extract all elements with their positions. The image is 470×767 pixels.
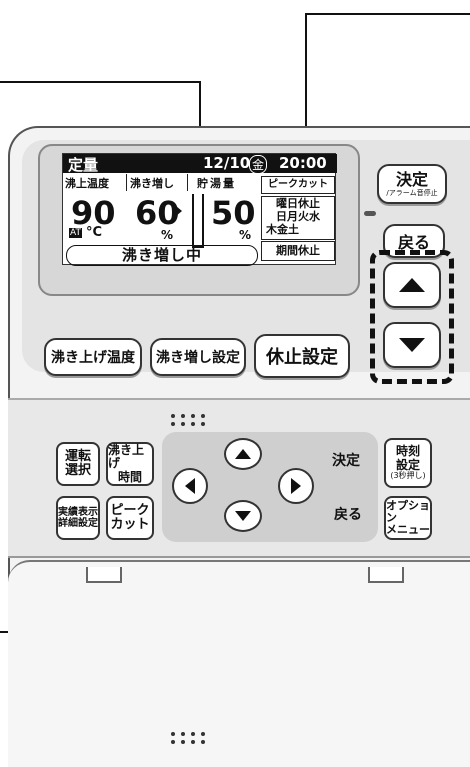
dpad-up-icon: [235, 449, 251, 459]
lcd-reheat-unit: %: [161, 228, 174, 242]
boil-temp-label: 沸き上げ温度: [51, 350, 135, 366]
lcd-days-row1: 日月火水: [276, 210, 320, 223]
dpad-down-icon: [235, 511, 251, 521]
boil-time-label-2: 時間: [117, 469, 142, 484]
indicator-lamp: [364, 211, 376, 216]
clock-set-button[interactable]: 時刻 設定 (3秒押し): [384, 438, 432, 488]
clock-set-label-3: (3秒押し): [390, 470, 426, 480]
lcd-arrow-icon: [176, 206, 182, 216]
option-menu-button[interactable]: オプション メニュー: [384, 496, 432, 540]
lcd-col-boil-temp: 沸上温度: [65, 177, 109, 190]
pause-setting-button[interactable]: 休止設定: [254, 334, 350, 378]
lcd-status: 沸き増し中: [66, 245, 258, 266]
lcd-screen: 定量 12/10 金 20:00 沸上温度 沸き増し 貯湯量 ピークカット 曜日…: [62, 153, 337, 266]
boil-time-button[interactable]: 沸き上げ 時間: [106, 442, 154, 486]
clock-set-label-2: 設定: [395, 457, 420, 472]
boil-temp-button[interactable]: 沸き上げ温度: [44, 338, 142, 376]
lcd-date: 12/10: [203, 154, 251, 172]
down-arrow-icon: [399, 338, 425, 352]
pause-setting-label: 休止設定: [266, 347, 338, 368]
dpad-right-button[interactable]: [278, 468, 314, 504]
record-label-2: 詳細設定: [58, 518, 98, 529]
lcd-mode: 定量: [68, 156, 99, 174]
confirm-label: 決定: [395, 169, 428, 189]
lcd-temp-unit: °C: [86, 225, 103, 240]
boil-time-label-1: 沸き上げ: [108, 443, 145, 471]
lcd-divider: [126, 174, 127, 191]
arrow-highlight-box: [370, 250, 454, 384]
lcd-days-row2: 木金土: [266, 223, 299, 236]
up-button[interactable]: [383, 262, 441, 308]
record-label-1: 実績表示: [58, 507, 98, 518]
confirm-button[interactable]: 決定 /アラーム音停止: [377, 164, 447, 204]
down-button[interactable]: [383, 322, 441, 368]
peak-cut-label-1: ピーク: [110, 502, 150, 518]
lcd-storage-unit: %: [239, 228, 252, 242]
lcd-col-storage: 貯湯量: [197, 177, 236, 190]
dpad-left-button[interactable]: [172, 468, 208, 504]
lcd-col-reheat: 沸き増し: [130, 177, 174, 190]
cover-door: [8, 560, 470, 767]
lcd-peak-cut: ピークカット: [261, 176, 335, 194]
peak-cut-button[interactable]: ピーク カット: [106, 496, 154, 540]
hinge-left: [86, 567, 122, 583]
dpad-up-button[interactable]: [224, 438, 262, 470]
lower-back-button[interactable]: 戻る: [334, 507, 362, 523]
reheat-setting-button[interactable]: 沸き増し設定: [150, 338, 246, 376]
lower-confirm-button[interactable]: 決定: [332, 453, 360, 469]
mode-select-label-1: 運転: [64, 448, 91, 464]
lcd-divider: [187, 174, 188, 191]
record-button[interactable]: 実績表示 詳細設定: [56, 496, 100, 540]
lcd-reheat-value: 60: [135, 194, 180, 232]
lcd-storage-value: 50: [211, 194, 256, 232]
option-menu-label-2: メニュー: [386, 523, 430, 537]
alarm-stop-label: /アラーム音停止: [386, 188, 438, 197]
reheat-setting-label: 沸き増し設定: [156, 350, 240, 366]
lcd-tank-gauge: [192, 194, 204, 248]
lcd-period-off: 期間休止: [261, 241, 335, 261]
speaker-dots-icon: [170, 412, 206, 428]
cover-grip-dots-icon: [170, 730, 206, 746]
hinge-right: [368, 567, 404, 583]
lcd-weekday-off: 曜日休止: [276, 197, 320, 210]
lcd-weekday: 金: [249, 155, 268, 174]
dpad-left-icon: [185, 478, 195, 494]
lcd-at-badge: AT: [69, 228, 82, 238]
option-menu-label-1: オプション: [386, 498, 430, 524]
peak-cut-label-2: カット: [110, 517, 150, 532]
dpad-down-button[interactable]: [224, 500, 262, 532]
lcd-boil-temp-value: 90: [71, 194, 116, 232]
clock-set-label-1: 時刻: [395, 444, 420, 459]
back-label: 戻る: [397, 233, 430, 252]
mode-select-label-2: 選択: [64, 463, 91, 478]
lcd-header: 定量 12/10 金 20:00: [63, 154, 337, 174]
mode-select-button[interactable]: 運転 選択: [56, 442, 100, 486]
up-arrow-icon: [399, 278, 425, 292]
lcd-weekday-box: 曜日休止 日月火水 木金土: [261, 196, 335, 240]
dpad-right-icon: [291, 478, 301, 494]
lcd-time: 20:00: [279, 154, 327, 172]
